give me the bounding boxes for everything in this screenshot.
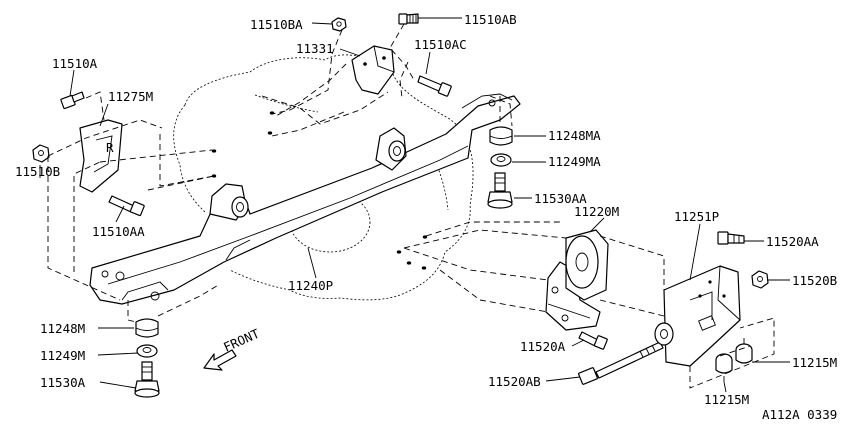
bracket-11251p xyxy=(654,265,741,367)
washer-11249m xyxy=(136,344,158,358)
rubber-pad-11215m-b xyxy=(715,353,733,382)
label-11510ba: 11510BA xyxy=(250,17,303,32)
catalog-number: A112A 0339 xyxy=(762,407,837,422)
label-11275m: 11275M xyxy=(108,89,153,104)
nut-11510ba xyxy=(331,17,347,32)
bolt-11530aa xyxy=(487,172,513,209)
bolt-11520ab xyxy=(578,341,664,385)
bolt-11510aa xyxy=(108,195,145,217)
label-11510b: 11510B xyxy=(15,164,60,179)
front-direction-arrow-icon xyxy=(203,349,237,371)
label-11220m: 11220M xyxy=(574,204,619,219)
part-labels: 11510BA 11510AB 11331 11510AC 11510A 112… xyxy=(15,12,837,422)
rubber-insulator-11248m xyxy=(135,318,159,338)
bolt-11510a xyxy=(60,91,85,110)
rubber-pad-11215m-a xyxy=(735,338,753,364)
label-11215m-right: 11215M xyxy=(792,355,837,370)
assembly-dashed-lines xyxy=(47,23,775,389)
label-11510ab: 11510AB xyxy=(464,12,517,27)
label-11520ab: 11520AB xyxy=(488,374,541,389)
bracket-marking: R xyxy=(106,140,114,155)
label-11251p: 11251P xyxy=(674,209,719,224)
leader-lines xyxy=(39,17,790,393)
label-11520b: 11520B xyxy=(792,273,837,288)
bolt-11510ac xyxy=(417,75,452,97)
bolt-11530a xyxy=(134,361,160,398)
bolt-11510ab xyxy=(398,13,419,25)
label-11240p: 11240P xyxy=(288,278,333,293)
label-11520aa: 11520AA xyxy=(766,234,819,249)
label-11249ma: 11249MA xyxy=(548,154,601,169)
label-11215m-bottom: 11215M xyxy=(704,392,749,407)
rubber-insulator-11248ma xyxy=(489,126,513,146)
bolt-11520aa xyxy=(717,231,745,245)
engine-mount-11220m xyxy=(545,229,609,331)
label-11520a: 11520A xyxy=(520,339,566,354)
label-front: FRONT xyxy=(221,326,262,355)
label-11510ac: 11510AC xyxy=(414,37,467,52)
bolt-11520a xyxy=(578,331,608,350)
crossmember-right-mount xyxy=(375,127,407,171)
label-11510aa: 11510AA xyxy=(92,224,145,239)
nut-11520b xyxy=(751,270,769,289)
bracket-11331 xyxy=(351,45,395,95)
label-11510a: 11510A xyxy=(52,56,98,71)
nut-11510b xyxy=(32,144,50,163)
label-11249m: 11249M xyxy=(40,348,85,363)
bracket-11275m: R xyxy=(79,119,123,193)
washer-11249ma xyxy=(490,153,512,167)
label-11248ma: 11248MA xyxy=(548,128,601,143)
label-11248m: 11248M xyxy=(40,321,85,336)
label-11331: 11331 xyxy=(296,41,334,56)
label-11530aa: 11530AA xyxy=(534,191,587,206)
label-11530a: 11530A xyxy=(40,375,86,390)
crossmember-left-mount xyxy=(209,183,249,221)
